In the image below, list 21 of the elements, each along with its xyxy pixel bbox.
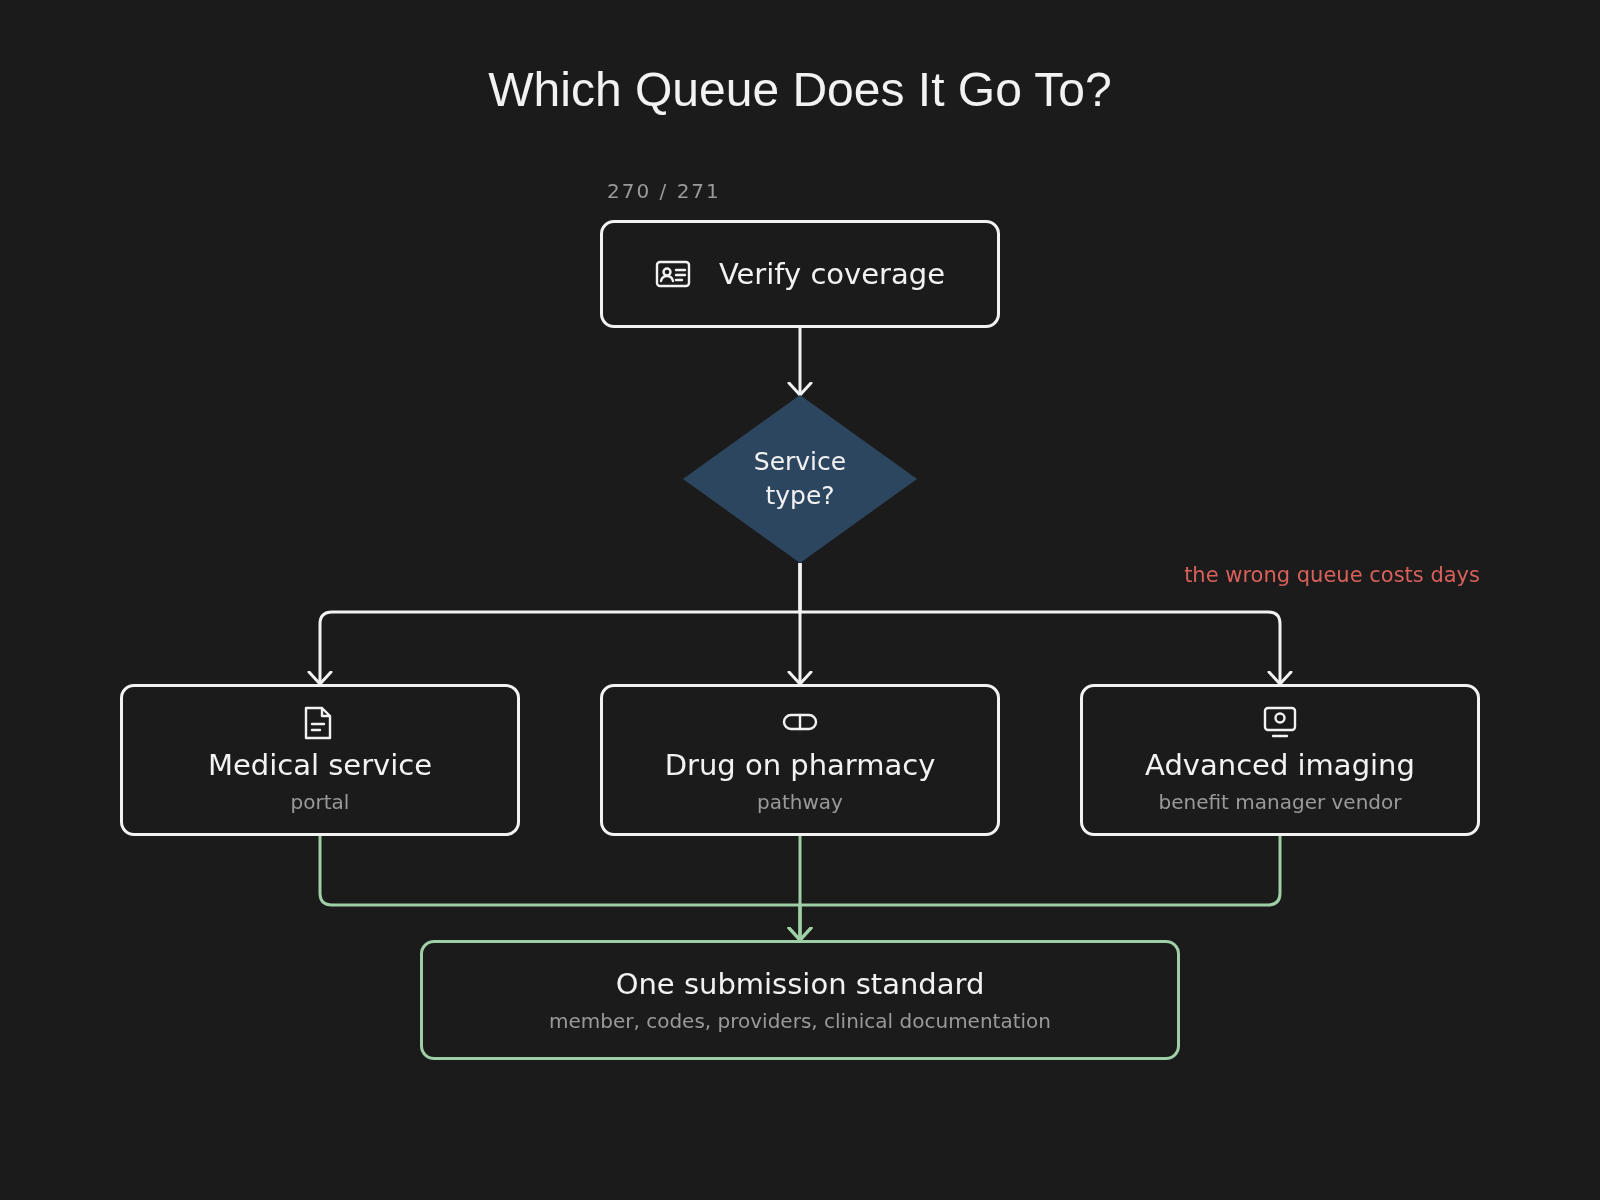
diagram-title: Which Queue Does It Go To? [487, 62, 1113, 117]
arrow [787, 328, 813, 397]
box-subtitle: benefit manager vendor [1158, 790, 1402, 814]
annotation-note: the wrong queue costs days [1184, 563, 1480, 587]
box-title: Medical service [207, 748, 433, 782]
box-title: Verify coverage [718, 257, 946, 291]
arrow [798, 563, 1293, 686]
arrow [787, 836, 1282, 942]
box-title: Advanced imaging [1145, 748, 1415, 782]
decision-diamond [683, 395, 917, 563]
process-box [1080, 684, 1480, 836]
process-box [600, 684, 1000, 836]
process-box [120, 684, 520, 836]
box-subtitle: member, codes, providers, clinical documentation [549, 1009, 1051, 1033]
process-box [420, 940, 1180, 1060]
box-title: Drug on pharmacy [664, 748, 936, 782]
box-title: One submission standard [615, 967, 985, 1001]
step-number: 270 / 271 [607, 179, 721, 203]
box-subtitle: portal [290, 790, 350, 814]
box-subtitle: pathway [757, 790, 843, 814]
decision-label: Service type? [752, 446, 848, 512]
